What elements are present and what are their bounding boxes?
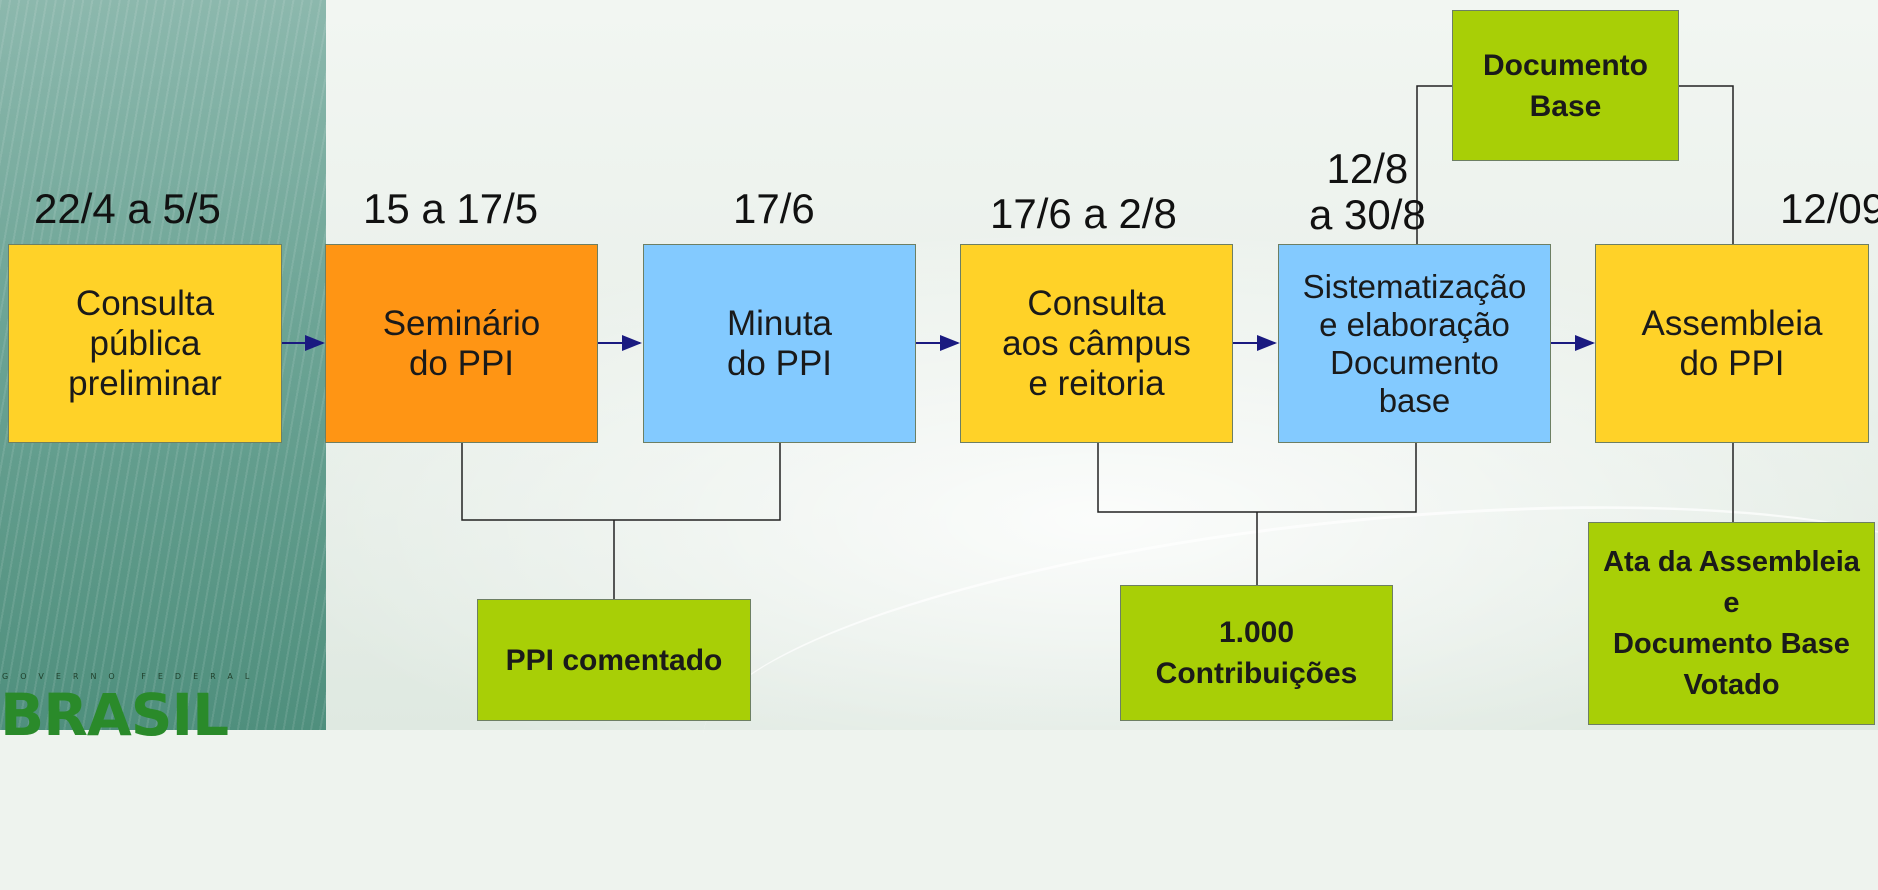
step-minuta: Minuta do PPI	[643, 244, 916, 443]
logo-header: GOVERNO FEDERAL	[2, 672, 262, 681]
bracket-documento-base-right	[1679, 85, 1734, 244]
bracket-ppi-comentado	[461, 443, 781, 521]
output-ata-assembleia: Ata da Assembleia e Documento Base Votad…	[1588, 522, 1875, 725]
output-ppi-comentado: PPI comentado	[477, 599, 751, 721]
step-seminario: Seminário do PPI	[325, 244, 598, 443]
bracket-contribuicoes	[1097, 443, 1417, 513]
output-documento-base: Documento Base	[1452, 10, 1679, 161]
output-contribuicoes: 1.000 Contribuições	[1120, 585, 1393, 721]
date-step-6: 12/09	[1780, 185, 1878, 232]
date-step-4: 17/6 a 2/8	[990, 190, 1177, 237]
date-step-5: 12/8 a 30/8	[1309, 145, 1426, 238]
date-step-3: 17/6	[733, 185, 815, 232]
governo-federal-logo: GOVERNO FEDERAL BRASIL	[0, 672, 300, 744]
date-step-1: 22/4 a 5/5	[34, 185, 221, 232]
bracket-documento-base	[1416, 85, 1452, 244]
step-sistematizacao: Sistematização e elaboração Documento ba…	[1278, 244, 1551, 443]
step-consulta-campus: Consulta aos câmpus e reitoria	[960, 244, 1233, 443]
step-consulta-publica: Consulta pública preliminar	[8, 244, 282, 443]
connector-lines	[282, 85, 1734, 599]
step-assembleia: Assembleia do PPI	[1595, 244, 1869, 443]
date-step-2: 15 a 17/5	[363, 185, 539, 232]
logo-wordmark: BRASIL	[0, 681, 229, 749]
